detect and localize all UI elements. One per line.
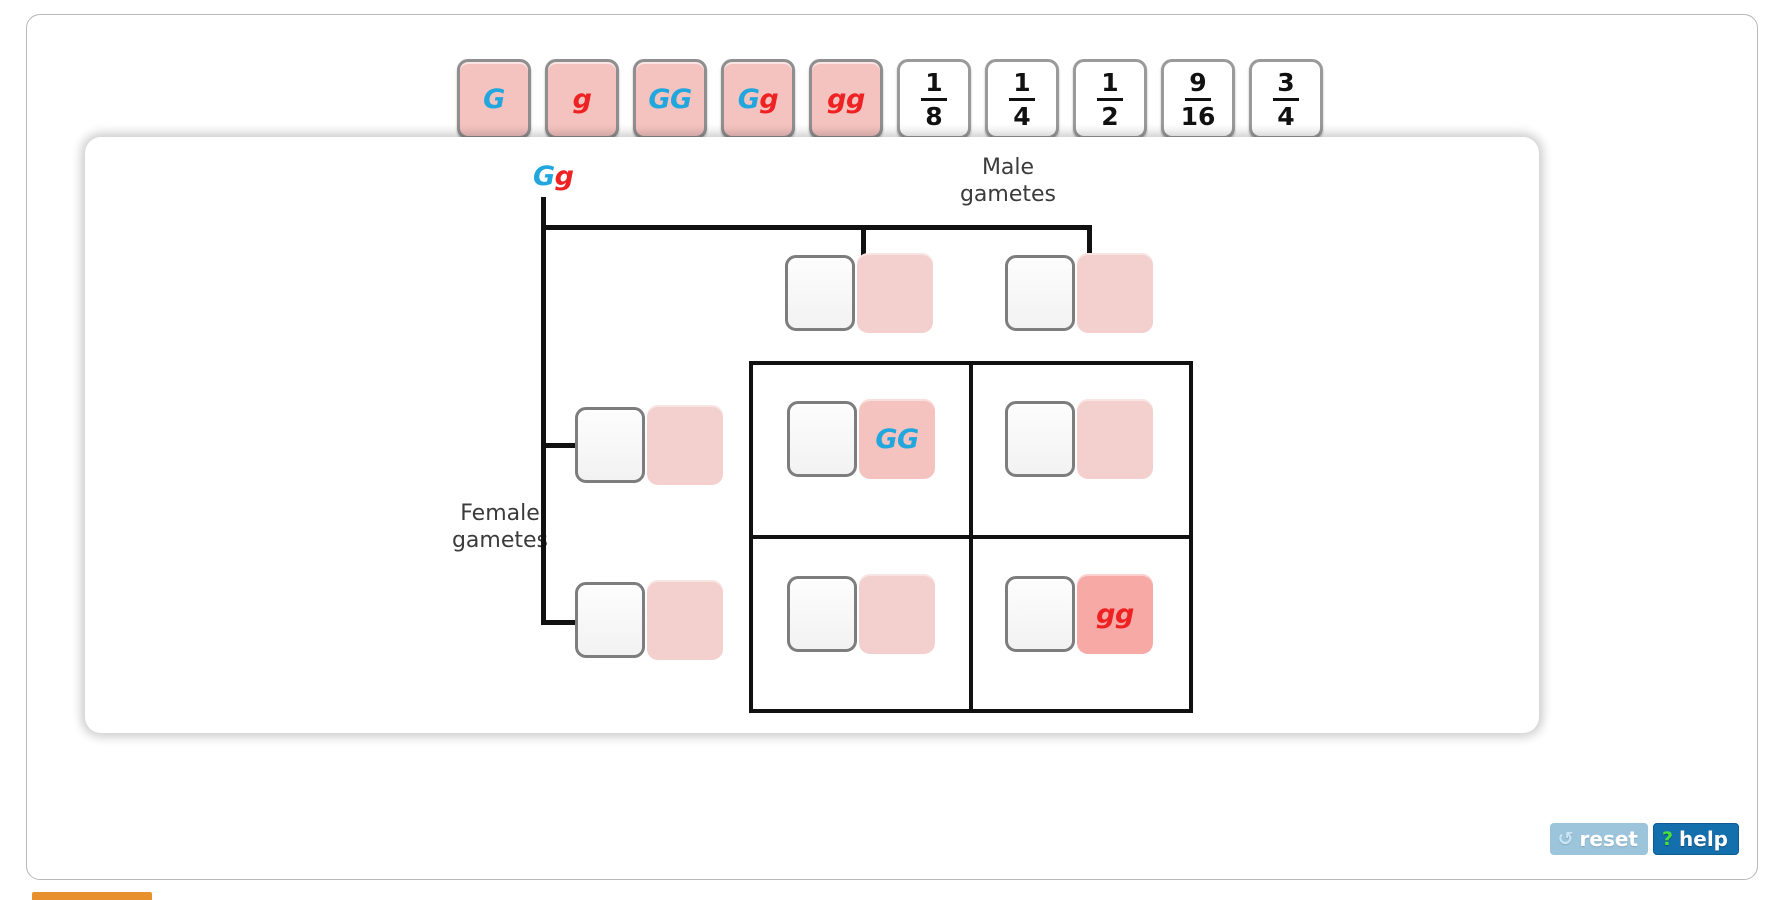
female-bracket-vertical-line xyxy=(541,225,546,625)
fraction-denominator: 8 xyxy=(925,101,943,131)
male-bracket-stem-2 xyxy=(1087,225,1092,259)
empty-slot[interactable] xyxy=(1005,576,1075,652)
male-gamete-dropzone-2[interactable] xyxy=(1005,253,1153,333)
fraction-denominator: 16 xyxy=(1180,101,1216,131)
tile-placeholder[interactable] xyxy=(1077,399,1153,479)
female-gamete-dropzone-1[interactable] xyxy=(575,405,723,485)
allele-letter: G xyxy=(648,83,670,115)
male-bracket-horizontal-line xyxy=(541,225,1092,230)
punnett-square-grid xyxy=(749,361,1193,713)
genotype-text: gg xyxy=(827,86,865,113)
tile-placeholder[interactable] xyxy=(857,253,933,333)
punnett-workspace: Gg Male gametes Female gametes GG gg xyxy=(85,137,1539,733)
allele-letter: G xyxy=(897,423,919,455)
placed-tile[interactable]: gg xyxy=(1077,574,1153,654)
tile-placeholder[interactable] xyxy=(859,574,935,654)
genotype-text: Gg xyxy=(533,161,574,192)
tile-GG[interactable]: GG xyxy=(633,59,707,139)
question-mark-icon: ? xyxy=(1661,827,1674,850)
allele-letter: g xyxy=(572,83,592,115)
tile-placeholder[interactable] xyxy=(647,405,723,485)
empty-slot[interactable] xyxy=(787,576,857,652)
offspring-dropzone-top-left[interactable]: GG xyxy=(787,399,935,479)
allele-letter: g xyxy=(1115,598,1134,630)
grid-divider-horizontal xyxy=(753,535,1189,539)
empty-slot[interactable] xyxy=(575,407,645,483)
allele-letter: G xyxy=(533,161,555,192)
male-gamete-dropzone-1[interactable] xyxy=(785,253,933,333)
help-button-label: help xyxy=(1679,827,1728,851)
fraction-denominator: 2 xyxy=(1101,101,1119,131)
tile-placeholder[interactable] xyxy=(1077,253,1153,333)
offspring-dropzone-top-right[interactable] xyxy=(1005,399,1153,479)
fraction-numerator: 3 xyxy=(1277,67,1295,97)
empty-slot[interactable] xyxy=(787,401,857,477)
fraction-bar xyxy=(1097,97,1123,101)
allele-letter: g xyxy=(827,83,846,115)
tile-g[interactable]: g xyxy=(545,59,619,139)
tile-placeholder[interactable] xyxy=(647,580,723,660)
allele-letter: G xyxy=(737,83,760,115)
female-gamete-dropzone-2[interactable] xyxy=(575,580,723,660)
empty-slot[interactable] xyxy=(575,582,645,658)
control-bar: ↺ reset ? help xyxy=(1549,823,1739,855)
allele-letter: g xyxy=(554,161,574,192)
genotype-text: G xyxy=(483,86,505,113)
female-bracket-stem-1 xyxy=(541,443,577,448)
genotype-text: gg xyxy=(1096,601,1134,628)
allele-letter: g xyxy=(759,83,779,115)
fraction-denominator: 4 xyxy=(1277,101,1295,131)
offspring-dropzone-bottom-right[interactable]: gg xyxy=(1005,574,1153,654)
offspring-dropzone-bottom-left[interactable] xyxy=(787,574,935,654)
tile-G[interactable]: G xyxy=(457,59,531,139)
empty-slot[interactable] xyxy=(785,255,855,331)
allele-letter: G xyxy=(670,83,692,115)
fraction-numerator: 9 xyxy=(1189,67,1207,97)
male-bracket-stem-1 xyxy=(861,225,866,259)
genotype-text: g xyxy=(573,86,592,113)
tile-Gg[interactable]: Gg xyxy=(721,59,795,139)
female-bracket-stem-2 xyxy=(541,620,577,625)
empty-slot[interactable] xyxy=(1005,255,1075,331)
reset-icon: ↺ xyxy=(1557,827,1574,850)
male-bracket-vertical-line xyxy=(541,197,546,229)
fraction-denominator: 4 xyxy=(1013,101,1031,131)
allele-letter: G xyxy=(483,83,505,115)
genotype-text: GG xyxy=(648,83,692,115)
reset-button[interactable]: ↺ reset xyxy=(1549,823,1648,855)
fraction-bar xyxy=(1009,97,1035,101)
allele-letter: G xyxy=(875,423,897,455)
reset-button-label: reset xyxy=(1579,827,1638,851)
fraction-numerator: 1 xyxy=(1013,67,1031,97)
fraction-bar xyxy=(1273,97,1299,101)
allele-letter: g xyxy=(1096,598,1115,630)
allele-letter: g xyxy=(846,83,865,115)
female-gametes-label: Female gametes xyxy=(451,501,549,553)
fraction-bar xyxy=(921,97,947,101)
bottom-accent-bar xyxy=(32,892,152,900)
help-button[interactable]: ? help xyxy=(1652,823,1739,855)
fraction-numerator: 1 xyxy=(925,67,943,97)
fraction-numerator: 1 xyxy=(1101,67,1119,97)
fraction-bar xyxy=(1184,97,1211,101)
parent-genotype-label: Gg xyxy=(533,161,574,192)
male-gametes-label: Male gametes xyxy=(959,155,1057,207)
genotype-text: Gg xyxy=(738,86,779,113)
genotype-text: GG xyxy=(875,423,919,455)
empty-slot[interactable] xyxy=(1005,401,1075,477)
placed-tile[interactable]: GG xyxy=(859,399,935,479)
tile-gg[interactable]: gg xyxy=(809,59,883,139)
